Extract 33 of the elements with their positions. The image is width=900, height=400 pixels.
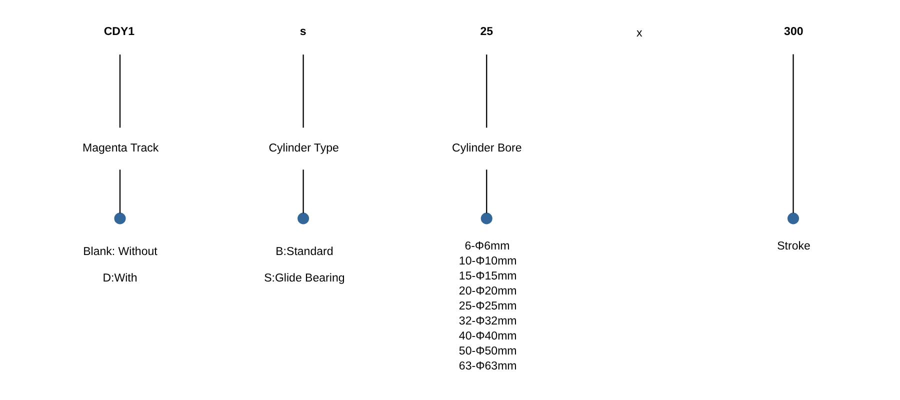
node-text: 300 <box>784 26 804 38</box>
node-label: Stroke <box>777 240 810 253</box>
node-text: 25 <box>480 26 494 38</box>
node-circle <box>298 212 310 224</box>
node-label: 25-Φ25mm <box>458 300 517 313</box>
node-label: S:Glide Bearing <box>264 272 345 284</box>
connector <box>302 54 304 128</box>
node-label: 40-Φ40mm <box>458 330 517 342</box>
node-label: B:Standard <box>276 246 334 258</box>
node-label: 20-Φ20mm <box>458 286 517 298</box>
node-circle <box>480 212 492 224</box>
node-label: 10-Φ10mm <box>458 256 517 268</box>
node-label: D:With <box>102 272 138 284</box>
node-text: Cylinder Bore <box>452 142 522 155</box>
node-label: 50-Φ50mm <box>458 345 517 358</box>
node-label: 63-Φ63mm <box>458 360 517 372</box>
node-label: 15-Φ15mm <box>458 270 517 283</box>
node-label: Blank: Without <box>83 246 158 258</box>
node-circle <box>788 212 800 224</box>
node-circle <box>114 212 126 224</box>
connector <box>119 54 121 128</box>
node-text: CDY1 <box>104 26 135 38</box>
connector <box>302 170 304 214</box>
label: x <box>636 27 642 40</box>
node-label: 6-Φ6mm <box>464 240 510 253</box>
node-text: Magenta Track <box>82 142 159 155</box>
node-text: Cylinder Type <box>268 142 339 155</box>
connector <box>119 170 121 214</box>
connector <box>486 170 488 214</box>
connector <box>486 54 488 128</box>
connector <box>792 54 794 214</box>
node-text: s <box>300 26 306 38</box>
node-label: 32-Φ32mm <box>458 316 517 328</box>
